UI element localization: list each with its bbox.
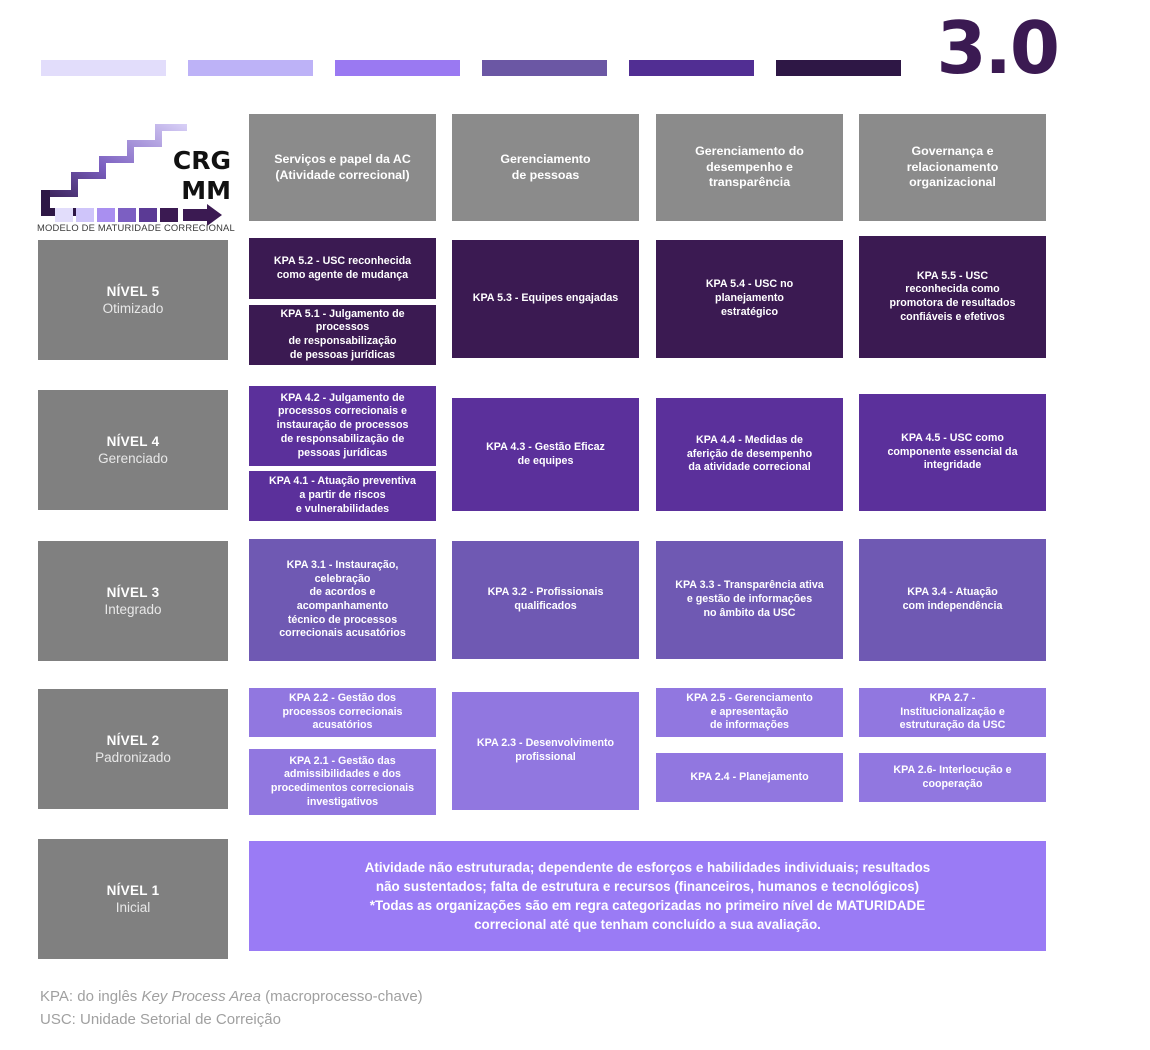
level-label-2: NÍVEL 2 Padronizado: [38, 689, 228, 809]
column-header-1: Serviços e papel da AC(Atividade correci…: [249, 114, 436, 221]
band-segment-6: [776, 60, 901, 76]
level-subtitle: Gerenciado: [98, 451, 168, 466]
footer-legend: KPA: do inglês Key Process Area (macropr…: [40, 986, 423, 1031]
band-segment-5: [629, 60, 754, 76]
footer-kpa-post: (macroprocesso-chave): [260, 988, 423, 1005]
footer-kpa-em: Key Process Area: [141, 988, 261, 1005]
logo-caption: MODELO DE MATURIDADE CORRECIONAL: [37, 222, 235, 233]
level-subtitle: Inicial: [115, 900, 151, 915]
level-name: NÍVEL 2: [106, 732, 160, 748]
footer-kpa-pre: KPA: do inglês: [40, 988, 142, 1005]
level-name: NÍVEL 4: [106, 433, 160, 449]
level-1-description: Atividade não estruturada; dependente de…: [249, 841, 1046, 951]
footer-line-kpa: KPA: do inglês Key Process Area (macropr…: [40, 986, 423, 1009]
band-segment-4: [482, 60, 607, 76]
band-segment-1: [41, 60, 166, 76]
version-number: 3.0: [936, 6, 1060, 90]
crgmm-logo: CRG MM MODELO DE MATURIDADE CORRECIONAL: [35, 112, 235, 237]
level-label-3: NÍVEL 3 Integrado: [38, 541, 228, 661]
level-subtitle: Otimizado: [102, 301, 164, 316]
level-label-5: NÍVEL 5 Otimizado: [38, 240, 228, 360]
kpa-card-2-4[interactable]: KPA 2.4 - Planejamento: [656, 753, 843, 802]
kpa-card-5-3[interactable]: KPA 5.3 - Equipes engajadas: [452, 240, 639, 358]
level-subtitle: Padronizado: [95, 750, 171, 765]
level-name: NÍVEL 5: [106, 283, 160, 299]
footer-line-usc: USC: Unidade Setorial de Correição: [40, 1010, 281, 1028]
level-label-1: NÍVEL 1 Inicial: [38, 839, 228, 959]
level-name: NÍVEL 1: [106, 882, 160, 898]
band-segment-2: [188, 60, 313, 76]
top-gradient-band: 3.0: [0, 0, 1150, 108]
logo-text-crg: CRG: [172, 146, 231, 175]
band-segment-3: [335, 60, 460, 76]
level-subtitle: Integrado: [104, 602, 162, 617]
level-name: NÍVEL 3: [106, 584, 160, 600]
level-label-4: NÍVEL 4 Gerenciado: [38, 390, 228, 510]
logo-text-mm: MM: [181, 176, 231, 205]
staircase-icon: [41, 124, 222, 226]
